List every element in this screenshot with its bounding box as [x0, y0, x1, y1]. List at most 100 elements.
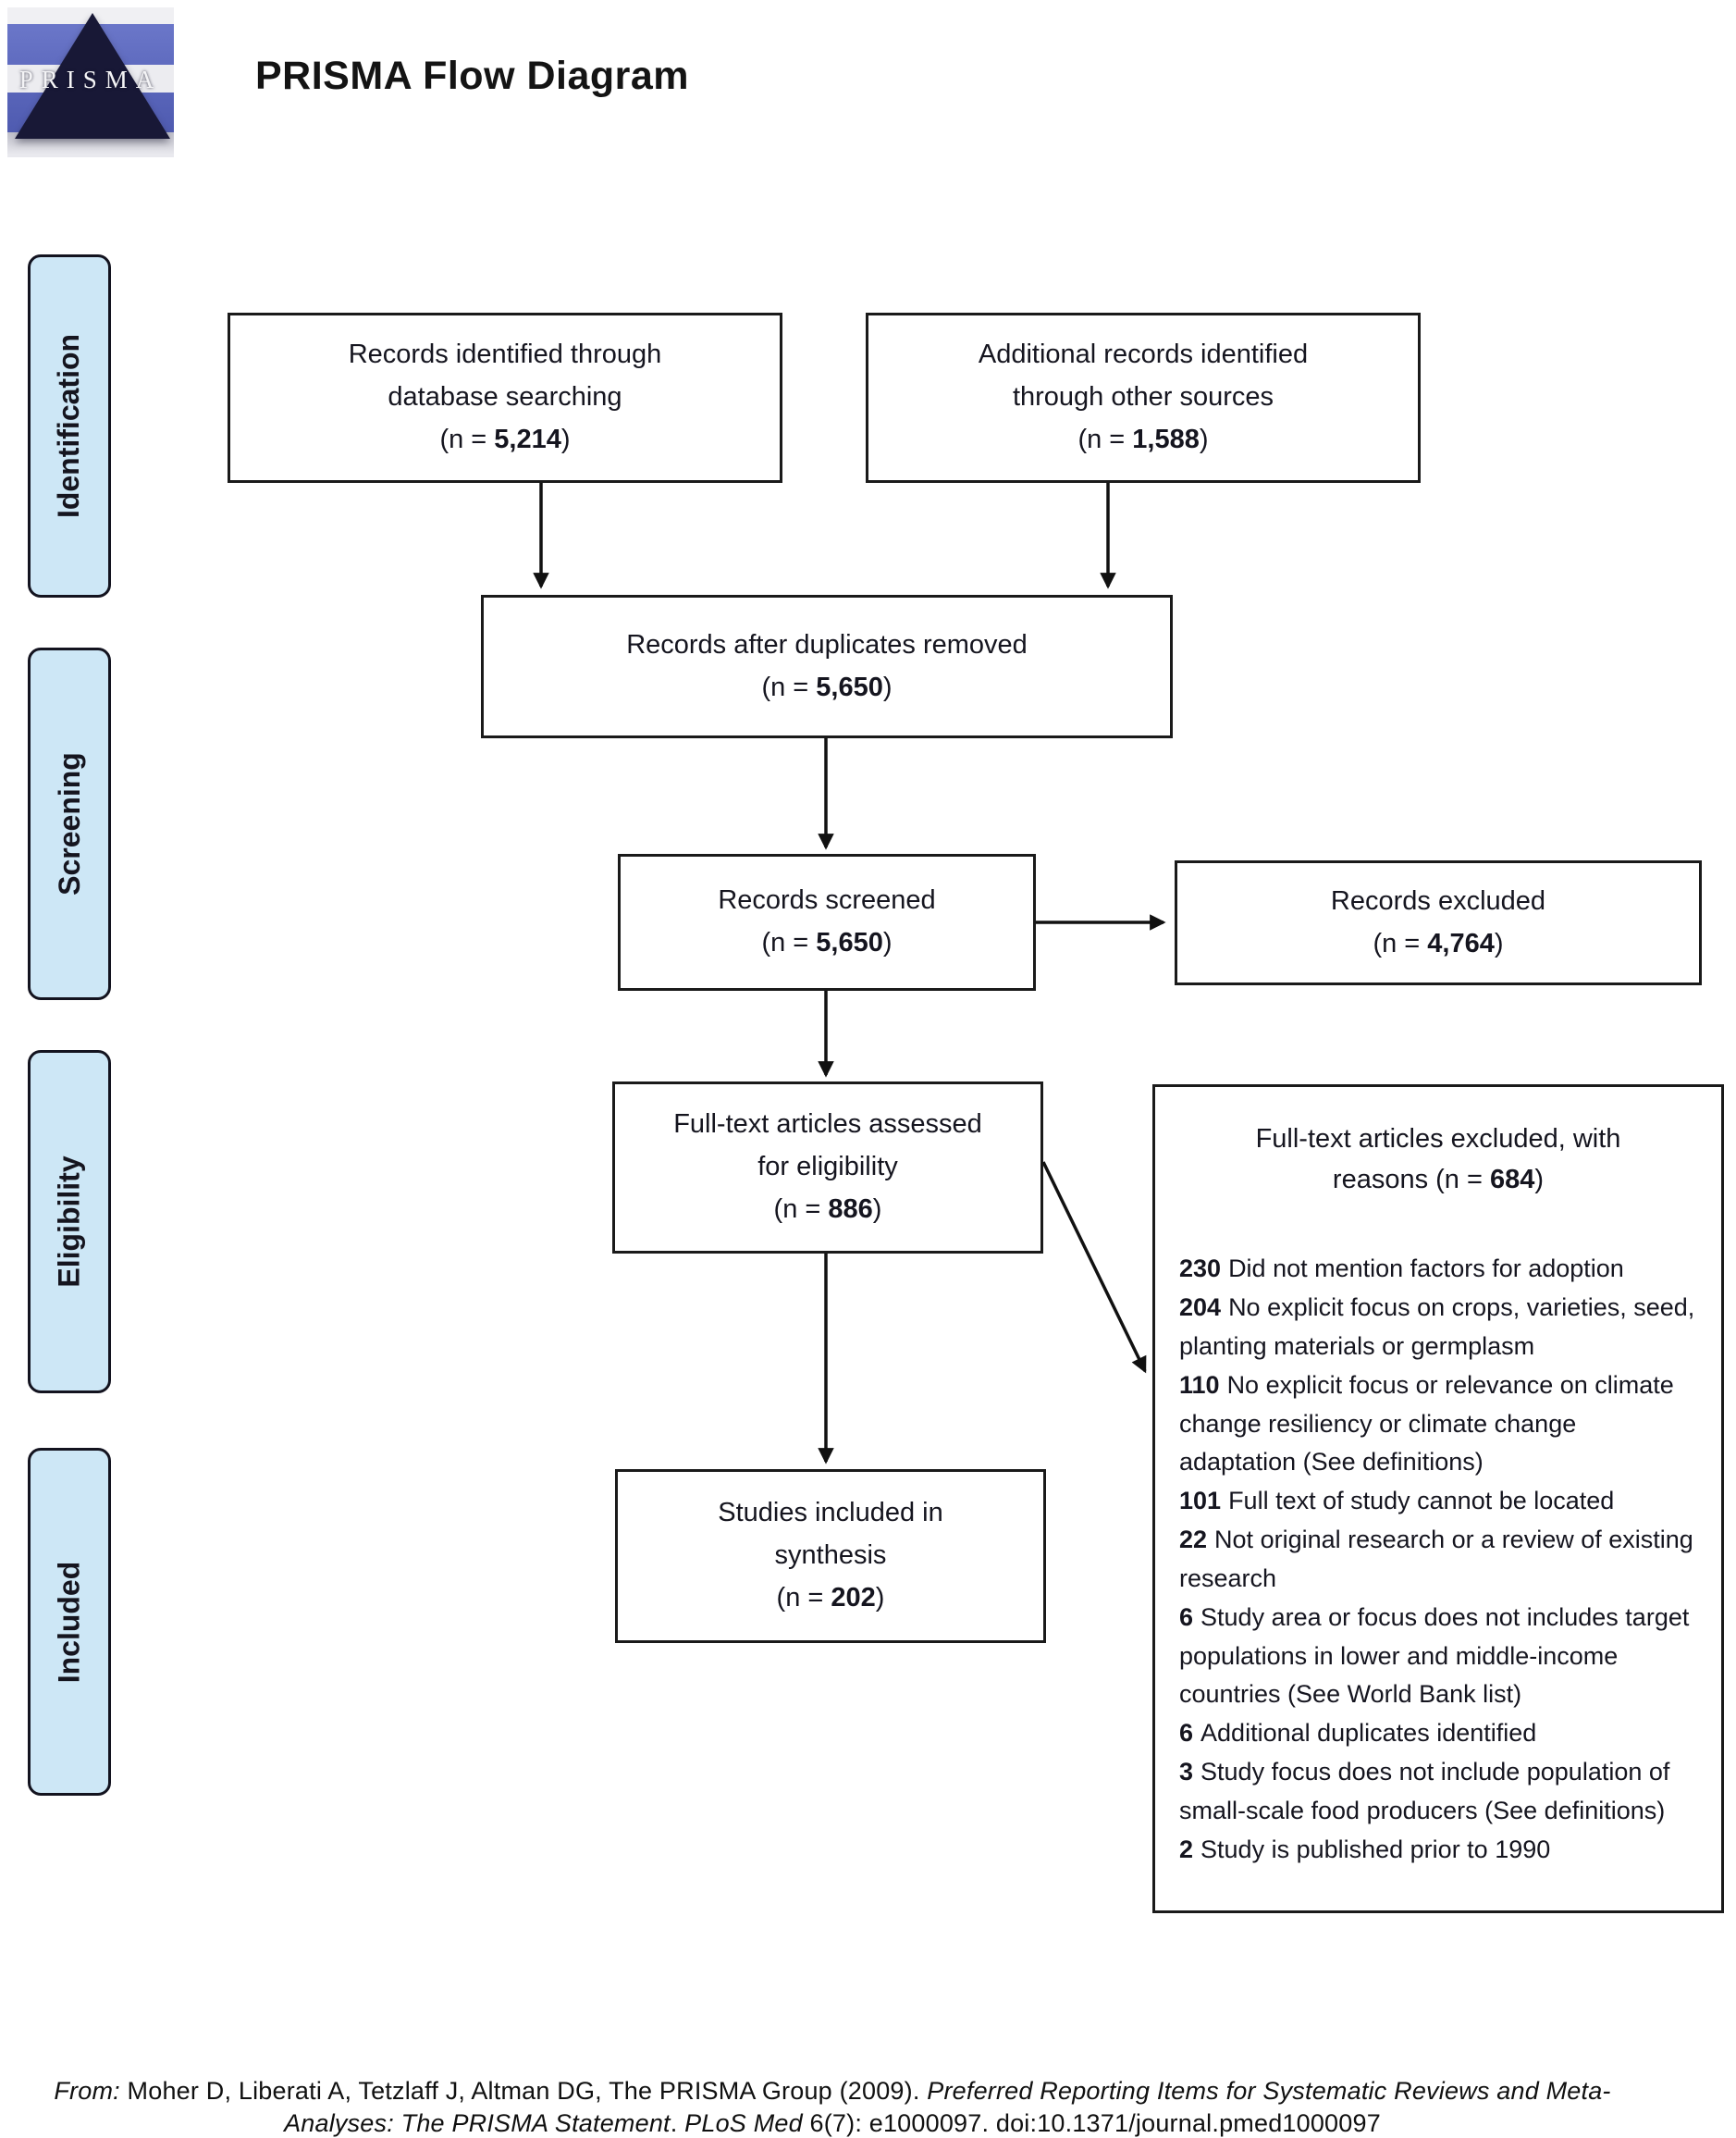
reason-count: 6	[1179, 1602, 1194, 1631]
phase-eligibility: Eligibility	[28, 1050, 111, 1393]
n-suffix: )	[1494, 928, 1504, 958]
box-n-line: (n = 886)	[615, 1189, 1040, 1231]
n-prefix: (n =	[439, 424, 495, 454]
n-suffix: )	[560, 424, 571, 454]
n-count: 5,650	[816, 672, 883, 702]
reason-text: Study is published prior to 1990	[1200, 1835, 1551, 1863]
citation: From: Moher D, Liberati A, Tetzlaff J, A…	[37, 2075, 1628, 2138]
box-n-line: (n = 1,588)	[868, 419, 1418, 462]
n-count: 5,650	[816, 928, 883, 958]
n-suffix: )	[882, 928, 893, 958]
n-suffix: )	[872, 1193, 882, 1224]
phase-label: Eligibility	[52, 1156, 86, 1288]
n-prefix: (n =	[773, 1193, 829, 1224]
n-count: 202	[831, 1582, 876, 1613]
n-suffix: )	[882, 672, 893, 702]
flow-box-fulltext-assessed: Full-text articles assessed for eligibil…	[612, 1081, 1043, 1254]
box-n-line: (n = 202)	[618, 1577, 1043, 1620]
n-suffix: )	[1199, 424, 1209, 454]
reason-count: 230	[1179, 1254, 1222, 1283]
exclusion-header: Full-text articles excluded, with reason…	[1179, 1118, 1697, 1200]
reason-count: 22	[1179, 1526, 1208, 1554]
citation-segment: .	[670, 2108, 685, 2137]
box-n-line: (n = 5,650)	[621, 922, 1033, 965]
phase-label: Included	[52, 1561, 86, 1683]
prisma-logo: PRISMA	[7, 7, 174, 157]
reason-count: 101	[1179, 1487, 1222, 1515]
reason-text: No explicit focus or relevance on climat…	[1179, 1370, 1674, 1477]
flow-box-duplicates-removed: Records after duplicates removed (n = 5,…	[481, 595, 1173, 738]
page-title: PRISMA Flow Diagram	[255, 54, 690, 98]
n-prefix: (n =	[761, 928, 817, 958]
phase-identification: Identification	[28, 254, 111, 598]
n-prefix: reasons (n =	[1332, 1165, 1490, 1195]
box-line: Full-text articles excluded, with	[1255, 1124, 1621, 1154]
phase-included: Included	[28, 1448, 111, 1796]
box-n-line: (n = 4,764)	[1177, 923, 1699, 966]
citation-segment: Analyses: The PRISMA Statement	[284, 2108, 671, 2137]
box-line: Records after duplicates removed	[626, 629, 1028, 660]
box-n-line: (n = 5,650)	[484, 667, 1170, 710]
box-line: Records excluded	[1330, 885, 1546, 916]
box-line: Additional records identified	[978, 340, 1309, 370]
box-line: Records screened	[718, 885, 936, 916]
n-prefix: (n =	[1077, 424, 1133, 454]
reason-count: 2	[1179, 1835, 1194, 1863]
n-prefix: (n =	[761, 672, 817, 702]
flow-box-records-screened: Records screened (n = 5,650)	[618, 854, 1036, 991]
flow-box-studies-included: Studies included in synthesis (n = 202)	[615, 1469, 1046, 1643]
reason-text: Did not mention factors for adoption	[1228, 1254, 1624, 1283]
logo-wordmark: PRISMA	[18, 66, 163, 93]
reason-count: 204	[1179, 1293, 1222, 1321]
flow-box-records-identified: Records identified through database sear…	[228, 313, 782, 483]
reason-count: 6	[1179, 1719, 1194, 1748]
box-line: Records identified through	[348, 340, 662, 370]
n-prefix: (n =	[776, 1582, 831, 1613]
citation-segment: Preferred Reporting Items for Systematic…	[927, 2077, 1611, 2105]
reason-text: Study area or focus does not includes ta…	[1179, 1602, 1690, 1709]
reason-count: 3	[1179, 1758, 1194, 1786]
n-suffix: )	[875, 1582, 885, 1613]
flow-box-fulltext-excluded-reasons: Full-text articles excluded, with reason…	[1152, 1084, 1724, 1913]
box-n-line: (n = 5,214)	[230, 419, 780, 462]
box-line: through other sources	[1012, 382, 1274, 413]
phase-screening: Screening	[28, 648, 111, 1000]
reason-text: Study focus does not include population …	[1179, 1758, 1670, 1824]
n-count: 684	[1490, 1165, 1535, 1195]
box-line: Full-text articles assessed	[673, 1109, 982, 1140]
n-suffix: )	[1534, 1165, 1545, 1195]
reason-count: 110	[1179, 1370, 1220, 1399]
phase-label: Identification	[52, 333, 86, 519]
box-n-line: reasons (n = 684)	[1179, 1159, 1697, 1200]
n-prefix: (n =	[1373, 928, 1428, 958]
box-line: database searching	[388, 382, 622, 413]
citation-segment: 6(7): e1000097. doi:10.1371/journal.pmed…	[802, 2108, 1381, 2137]
flow-box-records-excluded: Records excluded (n = 4,764)	[1175, 860, 1702, 985]
phase-label: Screening	[52, 752, 86, 896]
reason-text: Additional duplicates identified	[1200, 1719, 1537, 1748]
n-count: 1,588	[1132, 424, 1200, 454]
reason-text: Full text of study cannot be located	[1228, 1487, 1615, 1515]
n-count: 886	[828, 1193, 873, 1224]
box-line: synthesis	[774, 1540, 887, 1571]
pyramid-icon	[15, 13, 170, 139]
reason-text: Not original research or a review of exi…	[1179, 1526, 1693, 1592]
n-count: 4,764	[1427, 928, 1495, 958]
citation-segment: From:	[54, 2077, 120, 2105]
box-line: for eligibility	[757, 1152, 898, 1182]
n-count: 5,214	[494, 424, 561, 454]
citation-segment: Moher D, Liberati A, Tetzlaff J, Altman …	[119, 2077, 928, 2105]
citation-segment: PLoS Med	[684, 2108, 803, 2137]
reason-text: No explicit focus on crops, varieties, s…	[1179, 1293, 1695, 1360]
